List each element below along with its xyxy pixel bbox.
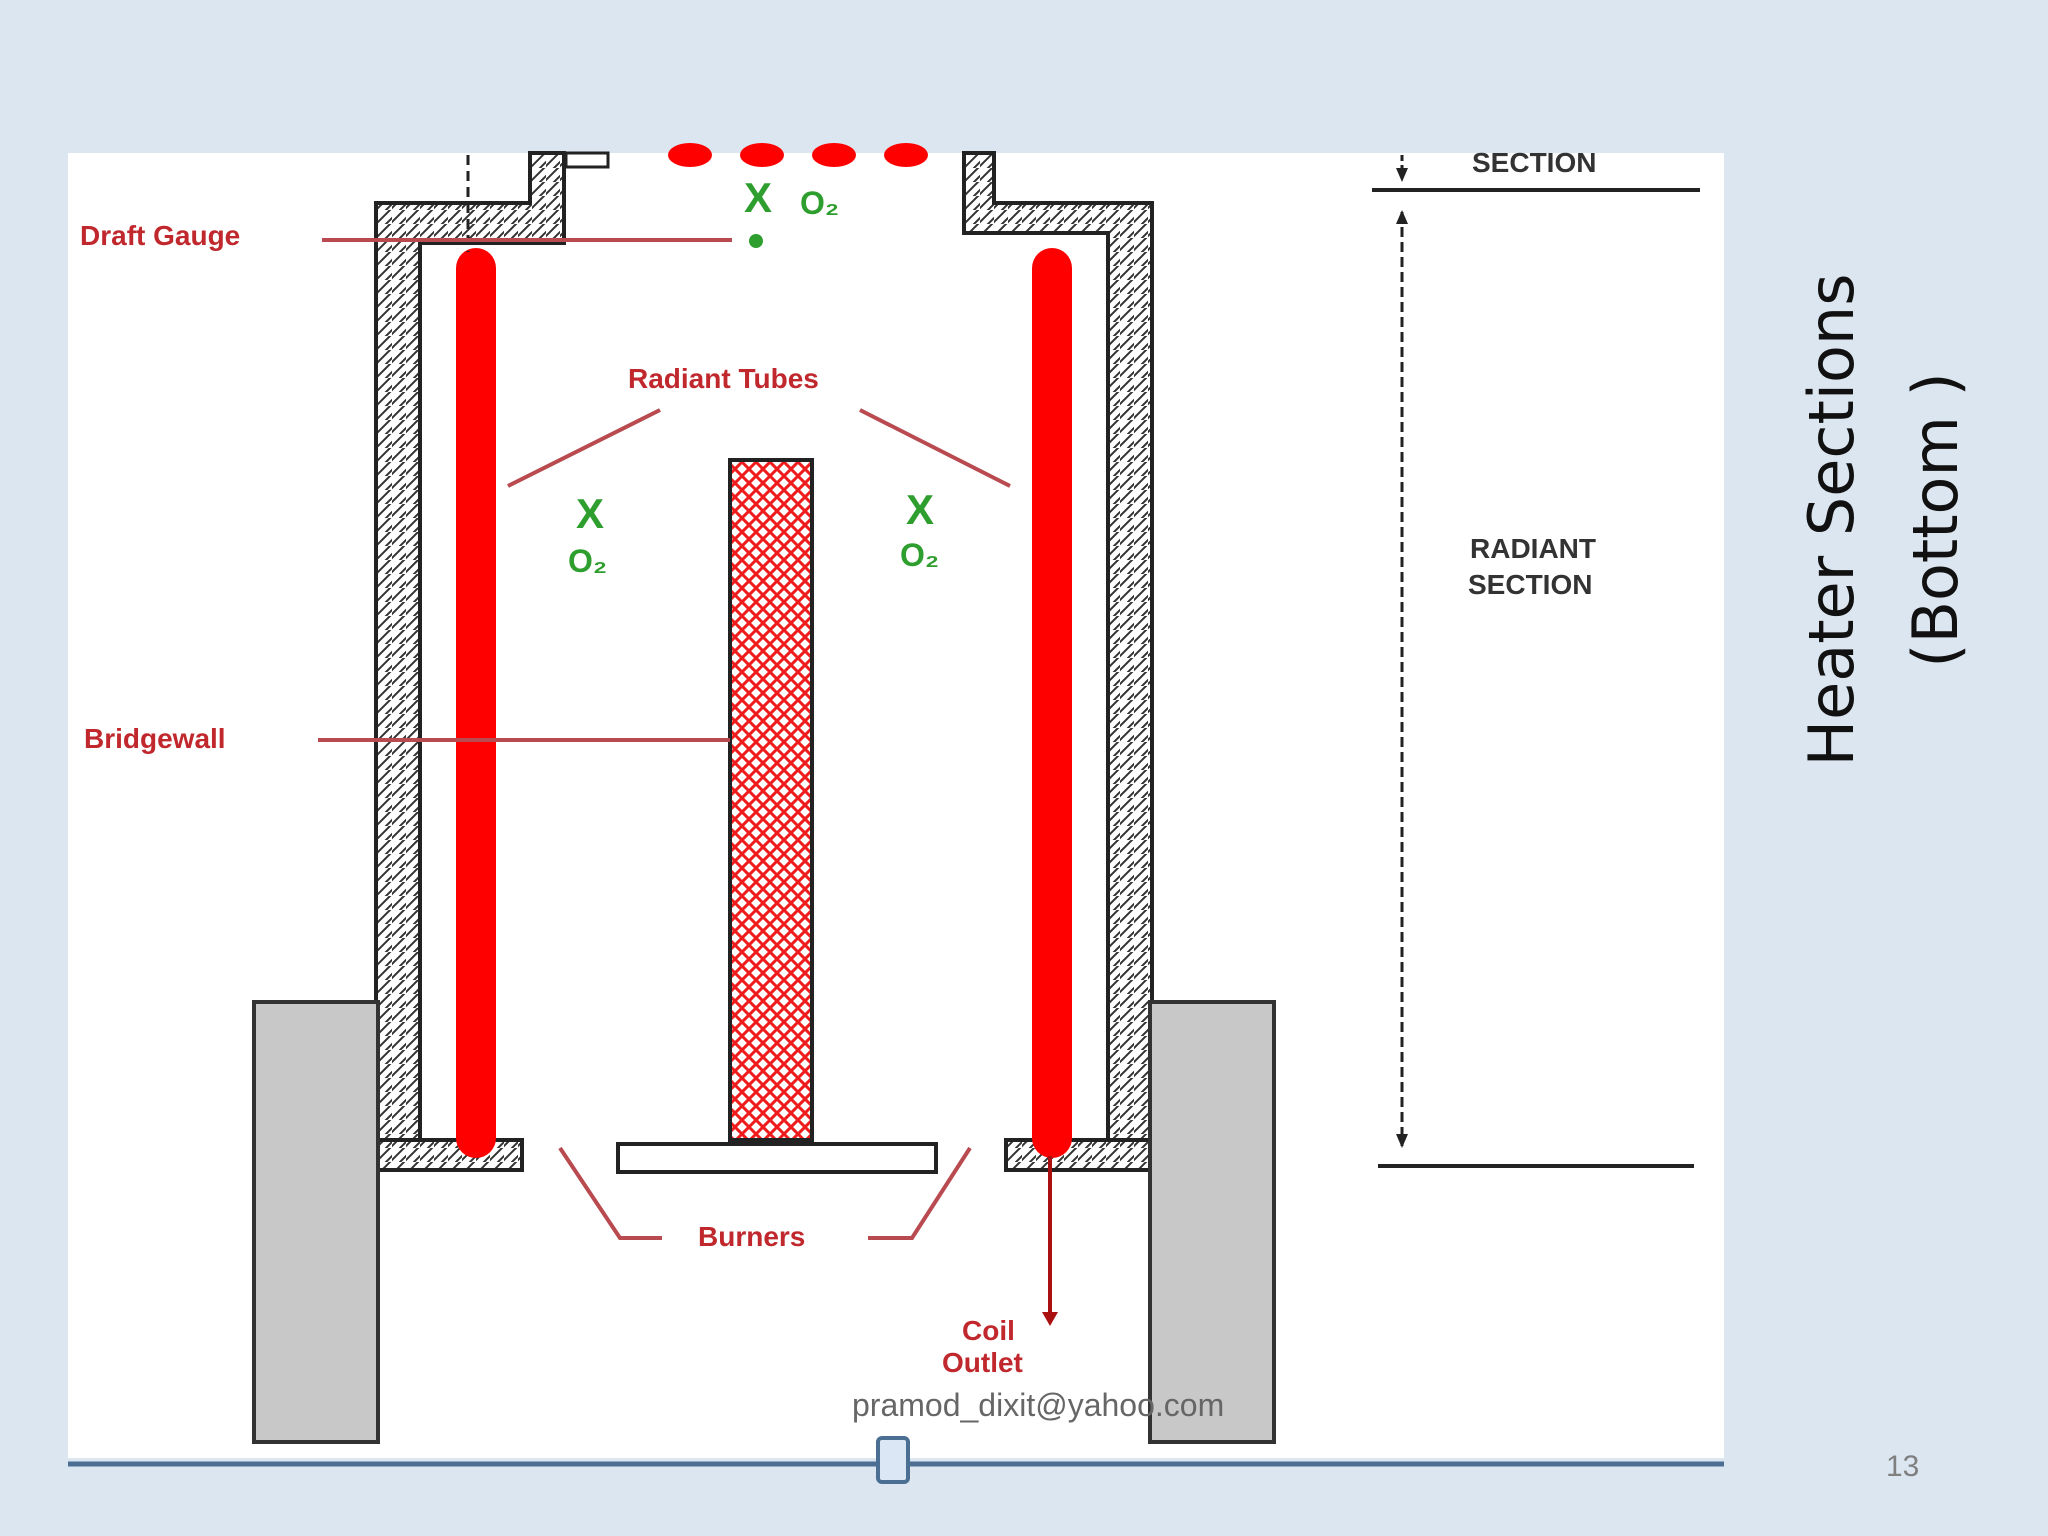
radiant-section-label-line1: RADIANT [1470, 533, 1596, 564]
watermark-text: pramod_dixit@yahoo.com [852, 1387, 1224, 1423]
burner-plate [616, 1142, 938, 1174]
coil-outlet-label-line2: Outlet [942, 1347, 1023, 1378]
left-support-pier [252, 1000, 380, 1444]
radiant-tubes-leader-left [507, 408, 661, 488]
coil-outlet-arrow [1042, 1312, 1058, 1326]
o2-marker-left-x: X [576, 490, 604, 537]
page-number: 13 [1886, 1450, 1920, 1483]
radiant-tubes-label: Radiant Tubes [628, 363, 819, 394]
o2-marker-right-label: O₂ [900, 537, 939, 573]
right-support-pier [1148, 1000, 1276, 1444]
radiant-tubes-leader-right [859, 408, 1011, 488]
slider-handle[interactable] [876, 1436, 910, 1484]
o2-marker-top-label: O₂ [800, 185, 839, 221]
convection-tubes [668, 143, 928, 167]
top-section-label: SECTION [1472, 147, 1596, 178]
o2-marker-right-x: X [906, 486, 934, 533]
coil-outlet-label-line1: Coil [962, 1315, 1015, 1346]
radiant-section-label-line2: SECTION [1468, 569, 1592, 600]
section-dimension [1372, 155, 1700, 1168]
draft-gauge-label: Draft Gauge [80, 220, 240, 251]
o2-marker-left-label: O₂ [568, 543, 607, 579]
o2-marker-top-x: X [744, 174, 772, 221]
bridgewall [728, 458, 814, 1142]
bridgewall-label: Bridgewall [84, 723, 226, 754]
burners-leader-right [868, 1146, 972, 1240]
slide-title-line1: Heater Sections [1795, 273, 1868, 767]
slide-title-line2: (Bottom ) [1899, 372, 1972, 668]
draft-gauge-point [749, 234, 763, 248]
burners-label: Burners [698, 1221, 805, 1252]
slide-title: Heater Sections (Bottom ) [1780, 20, 1988, 1020]
burners-leader-left [558, 1146, 662, 1240]
